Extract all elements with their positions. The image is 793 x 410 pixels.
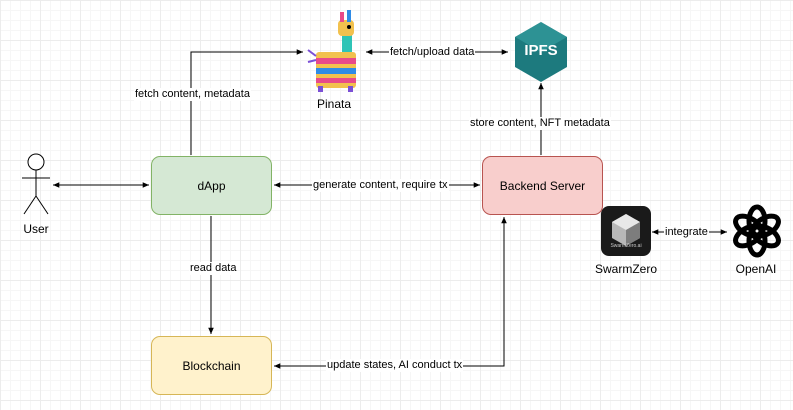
edge-label-integrate: integrate	[664, 226, 709, 239]
blockchain-node[interactable]: Blockchain	[151, 336, 272, 395]
edge-label-fetch-content: fetch content, metadata	[134, 88, 251, 101]
edge-label-generate-content: generate content, require tx	[312, 179, 449, 192]
ipfs-logo-text: IPFS	[524, 42, 558, 59]
edge-label-read-data: read data	[189, 262, 238, 275]
ipfs-logo-icon	[515, 22, 567, 82]
user-caption: User	[23, 222, 49, 236]
backend-server-node[interactable]: Backend Server	[482, 156, 603, 215]
edge-label-update-states: update states, AI conduct tx	[326, 359, 464, 372]
blockchain-node-label: Blockchain	[182, 358, 241, 373]
edge-label-store-content: store content, NFT metadata	[469, 117, 611, 130]
pinata-logo-icon	[307, 10, 356, 92]
edge-backend-blockchain[interactable]	[274, 217, 507, 369]
swarmzero-badge-text: SwarmZero.ai	[610, 243, 642, 249]
backend-server-node-label: Backend Server	[499, 178, 586, 193]
openai-logo-icon	[733, 204, 781, 258]
edge-label-fetch-upload: fetch/upload data	[389, 46, 476, 59]
user-actor-icon[interactable]	[22, 153, 50, 215]
swarmzero-caption: SwarmZero	[594, 262, 657, 276]
dapp-node[interactable]: dApp	[151, 156, 272, 215]
swarmzero-logo-icon	[601, 206, 651, 256]
dapp-node-label: dApp	[197, 178, 226, 193]
pinata-caption: Pinata	[316, 97, 352, 111]
openai-caption: OpenAI	[735, 262, 777, 276]
edge-dapp-pinata[interactable]	[190, 49, 303, 155]
